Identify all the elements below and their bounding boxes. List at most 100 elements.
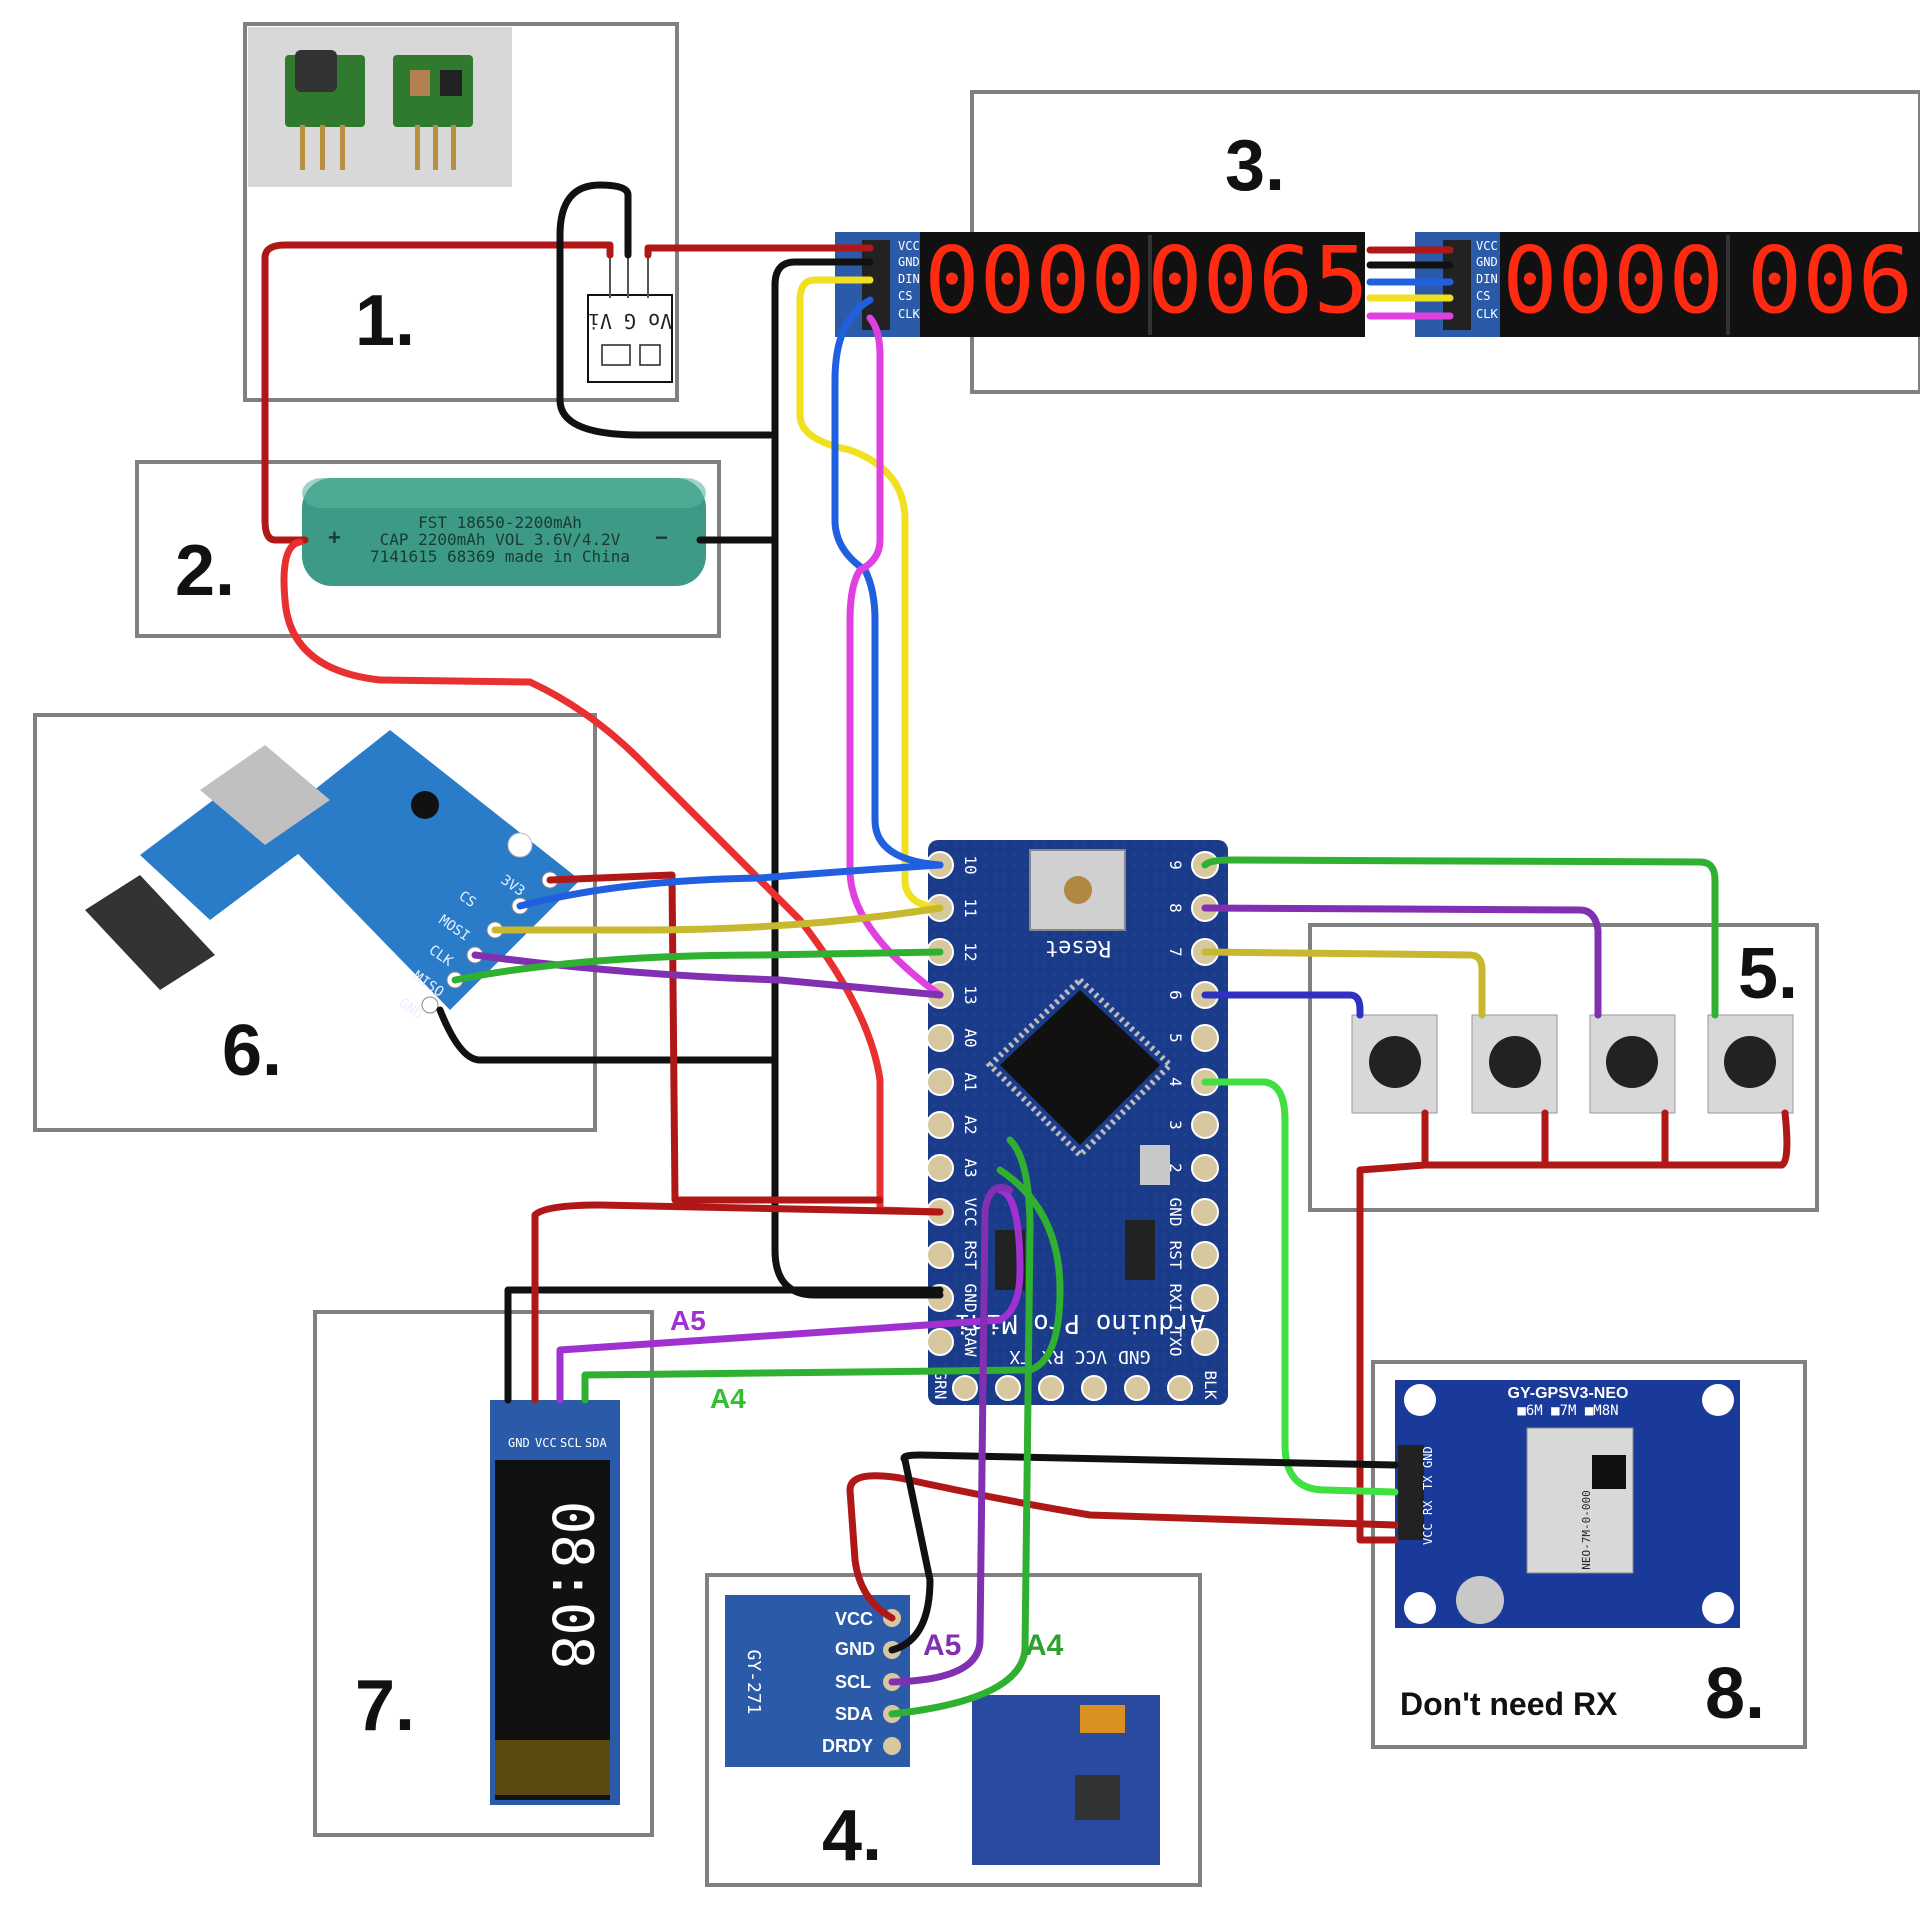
display-1-pin-vcc: VCC [898, 239, 920, 253]
wire-button-4 [1201, 856, 1719, 1019]
gps-pin-vcc: VCC [1421, 1523, 1435, 1545]
gps-subtitle: ■6M ■7M ■M8N [1517, 1403, 1618, 1419]
pin-label-txo: TXO [1166, 1328, 1185, 1357]
gy271-pin-drdy: DRDY [822, 1736, 873, 1756]
push-button-2[interactable] [1471, 1014, 1558, 1114]
pin-label-13: 13 [961, 985, 980, 1004]
section-3-led-display: 3. 0000 0065 0000 006 VCC GND DIN CS CLK… [835, 90, 1920, 394]
section-7-oled: 08:08 GND VCC SCL SDA 7. [313, 1310, 654, 1837]
wire-clk-magenta [846, 314, 944, 999]
display-2-pin-din: DIN [1476, 272, 1498, 286]
push-button-1[interactable] [1351, 1014, 1438, 1114]
oled-time: 08:08 [539, 1501, 604, 1670]
display-1-body [920, 232, 1365, 337]
pin-label-9: 9 [1166, 860, 1185, 870]
push-button-4[interactable] [1707, 1014, 1794, 1114]
sd-pin-gnd: GND [396, 995, 426, 1023]
wire-buttons-to-gps [1356, 1161, 1429, 1544]
wire-button-1 [1201, 991, 1364, 1019]
wire-label-a4-top: A4 [710, 1383, 746, 1414]
wire-sd-cs [516, 861, 944, 910]
gps-note: Don't need RX [1400, 1686, 1618, 1722]
section-2-battery: FST 18650-2200mAh CAP 2200mAh VOL 3.6V/4… [135, 460, 721, 638]
section-7-box [313, 1310, 654, 1837]
pin-label-5: 5 [1166, 1033, 1185, 1043]
pin-label-a1: A1 [961, 1072, 980, 1091]
gps-pin-tx: TX [1421, 1475, 1435, 1490]
wire-sd-gnd [436, 1006, 779, 1064]
wire-oled-scl [556, 1186, 1024, 1404]
battery-minus: − [655, 525, 668, 550]
pin-label-10: 10 [961, 855, 980, 874]
pin-label-11: 11 [961, 898, 980, 917]
display-2-pin-gnd: GND [1476, 255, 1498, 269]
wires [261, 181, 1791, 1718]
section-8-gps: GY-GPSV3-NEO ■6M ■7M ■M8N NEO-7M-0-000 V… [1371, 1360, 1807, 1749]
section-4-label: 4. [822, 1796, 882, 1876]
wire-label-a4-bottom: A4 [1025, 1629, 1064, 1662]
pin-label-a0: A0 [961, 1028, 980, 1047]
battery-plus: + [328, 525, 341, 550]
display-1-digits-a: 0000 [924, 227, 1146, 334]
pin-label-rst-r: RST [1166, 1241, 1185, 1270]
wire-label-a5-bottom: A5 [923, 1629, 961, 1662]
pin-label-vcc: VCC [961, 1198, 980, 1227]
section-5-buttons: 5. [1308, 923, 1819, 1212]
section-6-label: 6. [222, 1011, 282, 1091]
pin-label-4: 4 [1166, 1077, 1185, 1087]
section-8-box [1371, 1360, 1807, 1749]
wire-sd-miso [471, 951, 944, 999]
pin-label-6: 6 [1166, 990, 1185, 1000]
display-2-digits-a: 0000 [1502, 227, 1724, 334]
regulator-symbol [587, 294, 673, 383]
wire-gy271-sda [888, 1136, 1034, 1718]
display-2-body [1500, 232, 1920, 337]
regulator-pin-labels: Vo G Vi [588, 309, 672, 333]
display-1-pin-din: DIN [898, 272, 920, 286]
section-1-box [243, 22, 679, 402]
oled-pin-vcc: VCC [535, 1436, 557, 1450]
gy271-pin-scl: SCL [835, 1672, 871, 1692]
pin-label-7: 7 [1166, 947, 1185, 957]
wire-pin4-to-gps-tx [1201, 1078, 1399, 1496]
arduino-grn: GRN [931, 1371, 950, 1400]
wire-battery-plus-to-regulator [261, 241, 614, 544]
gy271-pin-sda: SDA [835, 1704, 873, 1724]
section-4-gy271: GY-271 VCC GND SCL SDA DRDY 4. [705, 1573, 1202, 1887]
section-8-label: 8. [1705, 1654, 1765, 1734]
section-4-box [705, 1573, 1202, 1887]
pin-label-rxi: RXI [1166, 1284, 1185, 1313]
display-1-pin-cs: CS [898, 289, 912, 303]
pin-label-a2: A2 [961, 1115, 980, 1134]
pin-label-raw: RAW [961, 1328, 980, 1357]
arduino-right-pins [1191, 851, 1219, 1356]
section-3-label: 3. [1225, 126, 1285, 206]
gps-pin-gnd: GND [1421, 1446, 1435, 1468]
display-1-digits-b: 0065 [1147, 227, 1369, 334]
section-7-label: 7. [355, 1666, 415, 1746]
pin-label-3: 3 [1166, 1120, 1185, 1130]
gy271-pin-gnd: GND [835, 1639, 875, 1659]
arduino-left-pin-labels: 10 11 12 13 A0 A1 A2 A3 VCC RST GND RAW [961, 855, 980, 1356]
section-1-regulator: Vo G Vi 1. [243, 22, 679, 402]
oled-pin-scl: SCL [560, 1436, 582, 1450]
wire-sd-3v3 [546, 871, 884, 1204]
display-1-pin-clk: CLK [898, 307, 920, 321]
sd-header-pins [85, 875, 215, 990]
wire-gy271-gnd [888, 1451, 1399, 1654]
display-2-pin-clk: CLK [1476, 307, 1498, 321]
battery-text-1: FST 18650-2200mAh [418, 513, 582, 532]
push-button-3[interactable] [1589, 1014, 1676, 1114]
display-2-pin-cs: CS [1476, 289, 1490, 303]
wire-oled-gnd [504, 1286, 944, 1404]
gps-pin-rx: RX [1421, 1500, 1435, 1515]
arduino-pro-mini: Reset Arduino Pro Mini GND VCC RX TX BLK… [926, 840, 1228, 1405]
gps-battery [1456, 1576, 1504, 1624]
section-1-label: 1. [355, 281, 415, 361]
arduino-bottom-pins [952, 1375, 1193, 1401]
wire-din-yellow [796, 276, 944, 912]
atmega-chip [1000, 990, 1160, 1145]
gy271-pcb [725, 1595, 910, 1767]
battery-text-2: CAP 2200mAh VOL 3.6V/4.2V [380, 530, 621, 549]
